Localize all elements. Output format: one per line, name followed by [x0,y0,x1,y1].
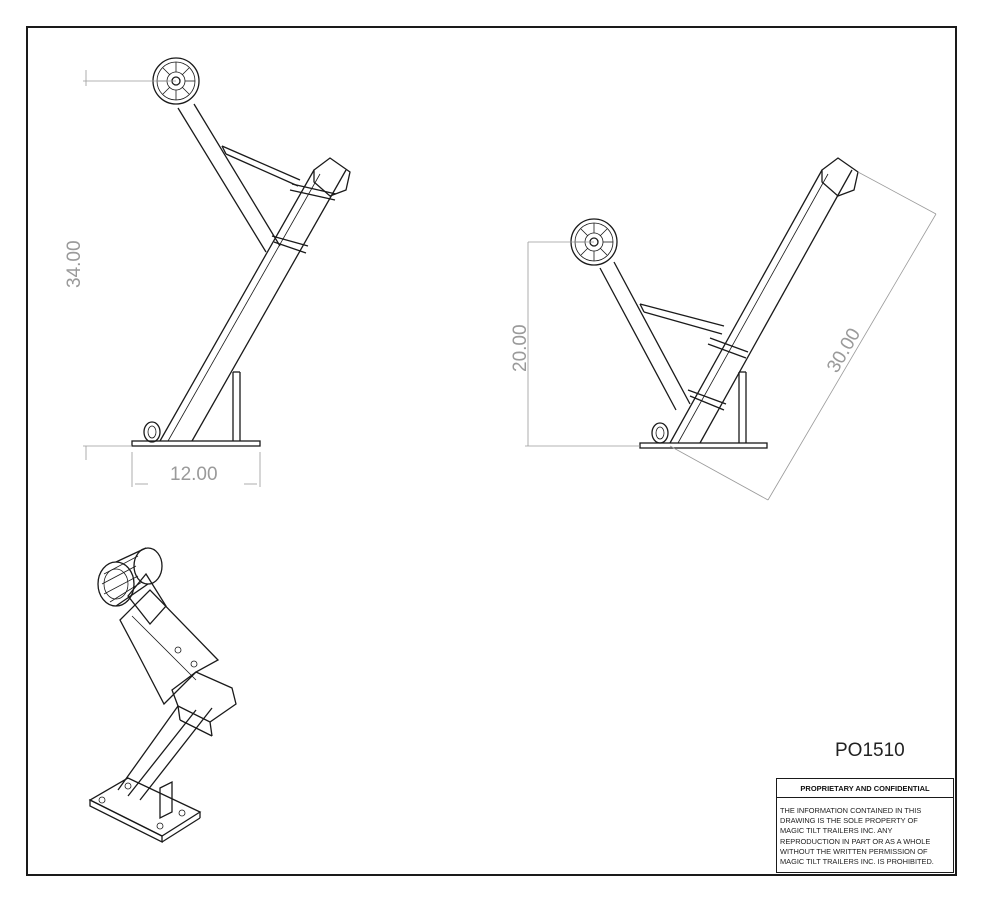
dim-right-length: 30.00 [823,325,865,377]
side-view-left [131,57,351,447]
title-block-body: THE INFORMATION CONTAINED IN THIS DRAWIN… [777,798,953,867]
title-block-line: DRAWING IS THE SOLE PROPERTY OF [780,816,918,826]
isometric-view [88,547,237,844]
title-block-line: REPRODUCTION IN PART OR AS A WHOLE [780,836,931,846]
dimension-lines-right [525,171,937,501]
title-block-line: MAGIC TILT TRAILERS INC. ANY [780,826,893,836]
title-block-line: WITHOUT THE WRITTEN PERMISSION OF [780,846,928,856]
drawing-border [26,26,957,876]
dim-right-height: 20.00 [510,324,531,372]
part-number: PO1510 [835,740,905,761]
title-block-line: MAGIC TILT TRAILERS INC. IS PROHIBITED. [780,857,934,867]
title-block: PROPRIETARY AND CONFIDENTIAL THE INFORMA… [776,778,954,873]
title-block-heading: PROPRIETARY AND CONFIDENTIAL [777,779,953,798]
dim-left-width: 12.00 [170,464,218,485]
side-view-right [570,157,859,449]
dimension-lines-left [83,70,261,487]
dim-left-height: 34.00 [64,240,85,288]
title-block-line: THE INFORMATION CONTAINED IN THIS [780,806,922,815]
